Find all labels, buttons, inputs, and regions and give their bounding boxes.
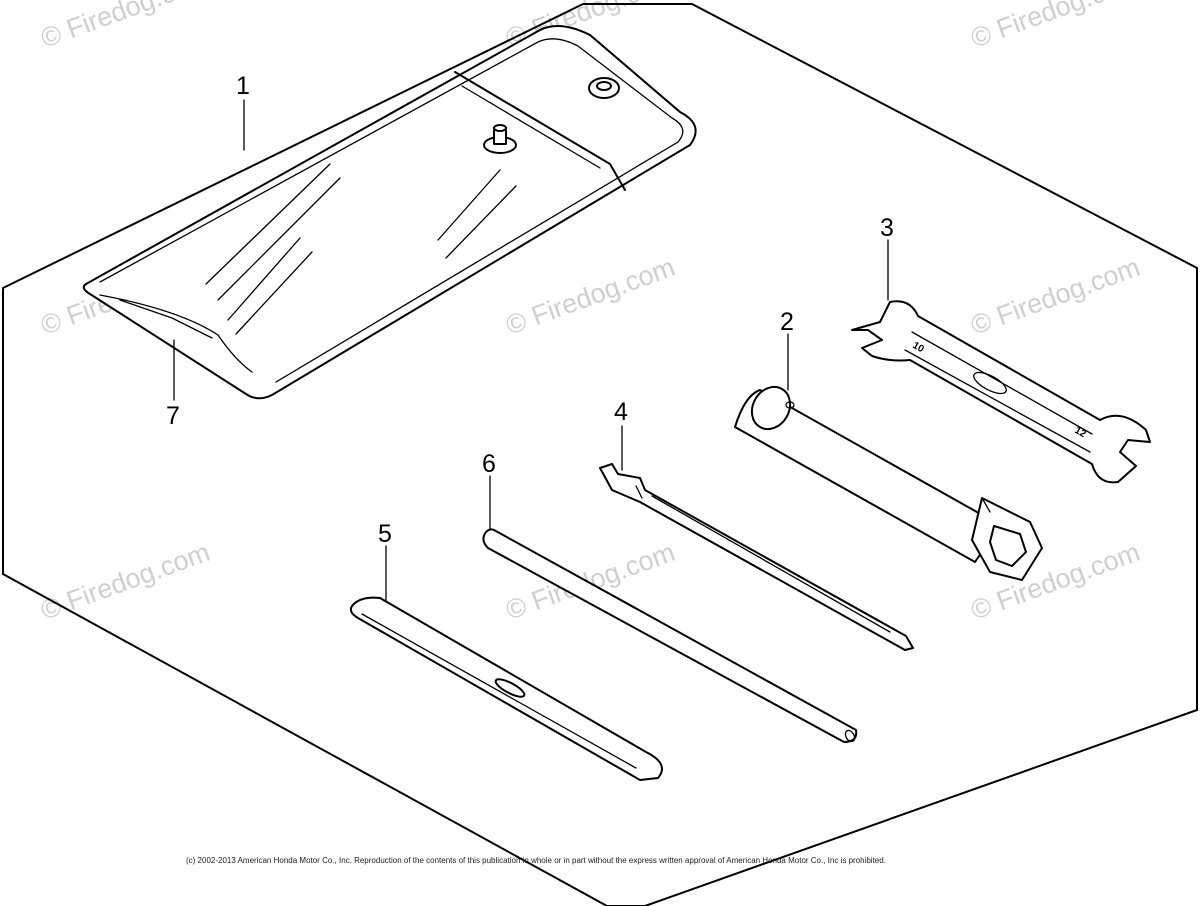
frame-outline [1, 3, 1198, 906]
open-end-wrench: 10 12 [851, 300, 1151, 484]
snap-grommet [588, 77, 620, 99]
callout-2: 2 [780, 308, 794, 336]
watermark: © Firedog.com [37, 0, 214, 54]
socket-wrench [734, 385, 1043, 581]
watermark: © Firedog.com [502, 252, 679, 341]
watermark: © Firedog.com [967, 0, 1144, 54]
callout-leaders [173, 99, 889, 601]
callout-3: 3 [880, 214, 894, 242]
callout-4: 4 [614, 398, 628, 426]
tire-lever [349, 596, 663, 781]
watermark: © Firedog.com [37, 537, 214, 626]
wrench-marking-10: 10 [911, 340, 927, 355]
wrench-marking-12: 12 [1073, 425, 1089, 440]
callout-1: 1 [236, 72, 250, 100]
callout-7: 7 [166, 402, 180, 430]
snap-stud [483, 124, 517, 154]
copyright-notice: (c) 2002-2013 American Honda Motor Co., … [186, 856, 886, 865]
screwdriver [599, 463, 914, 651]
tool-bag [82, 25, 697, 400]
watermark: © Firedog.com [967, 252, 1144, 341]
callout-5: 5 [378, 520, 392, 548]
callout-6: 6 [482, 450, 496, 478]
